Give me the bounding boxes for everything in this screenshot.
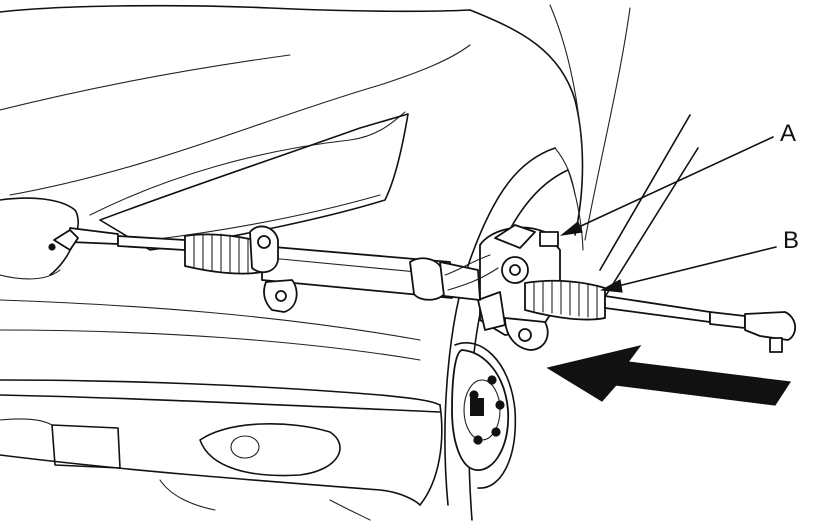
callout-a-label: A bbox=[780, 120, 796, 147]
callout-b-label: B bbox=[783, 227, 799, 254]
direction-arrow bbox=[546, 345, 792, 406]
callout-a: A bbox=[559, 120, 796, 236]
brake-rotor bbox=[451, 342, 517, 489]
steering-rack bbox=[48, 224, 797, 353]
callout-b: B bbox=[600, 227, 799, 293]
